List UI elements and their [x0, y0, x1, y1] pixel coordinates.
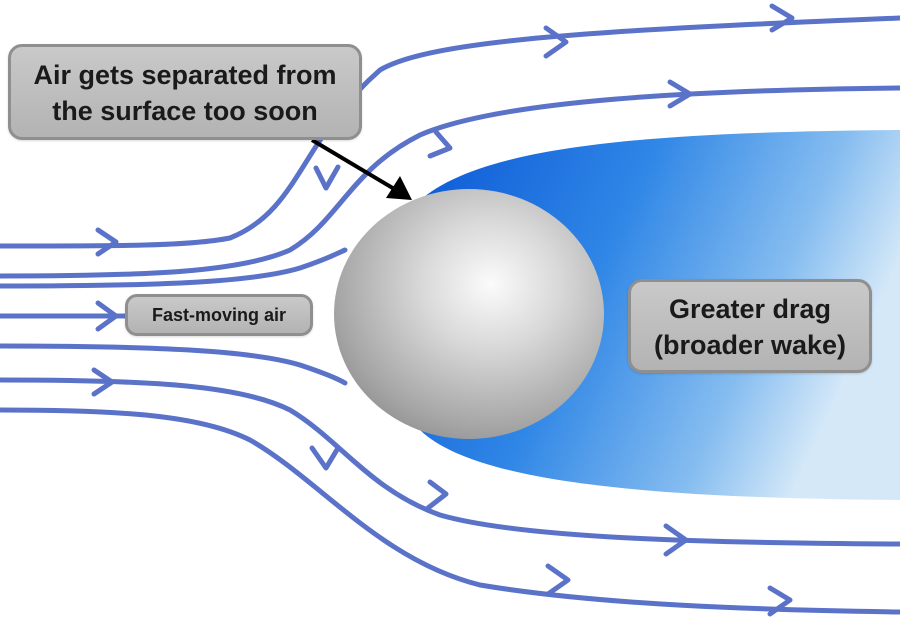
- callout-greater-drag-line2: (broader wake): [653, 330, 847, 360]
- arrowhead-6: [769, 3, 795, 33]
- streamline-upper-wake: [0, 247, 348, 289]
- arrowhead-3: [91, 367, 115, 397]
- callout-fast-moving-air: Fast-moving air: [125, 294, 313, 336]
- arrowhead-12: [545, 563, 571, 597]
- arrowhead-8: [667, 79, 693, 109]
- callout-early-separation-line1: Air gets separated from: [33, 60, 337, 90]
- callout-fast-moving-air-text: Fast-moving air: [151, 305, 287, 325]
- arrowhead-11: [663, 523, 689, 557]
- callout-early-separation: Air gets separated from the surface too …: [8, 44, 362, 140]
- arrowhead-4: [313, 164, 341, 191]
- callout-greater-drag: Greater drag (broader wake): [628, 279, 872, 373]
- arrowhead-13: [767, 585, 793, 617]
- streamline-bottom-outer: [0, 407, 900, 615]
- callout-pointer-line: [310, 138, 398, 192]
- callout-pointer-head: [386, 176, 412, 200]
- arrowhead-10: [425, 479, 449, 511]
- arrowhead-9: [309, 445, 341, 471]
- sphere: [334, 189, 604, 439]
- arrowhead-1: [95, 227, 119, 257]
- streamline-lower-wake: [0, 343, 348, 386]
- arrowhead-5: [543, 25, 569, 59]
- callout-early-separation-line2: the surface too soon: [52, 96, 318, 126]
- callout-greater-drag-line1: Greater drag: [668, 294, 832, 324]
- arrowhead-7: [427, 129, 453, 159]
- streamline-bottom-inner: [0, 377, 900, 547]
- arrowhead-2: [95, 300, 119, 332]
